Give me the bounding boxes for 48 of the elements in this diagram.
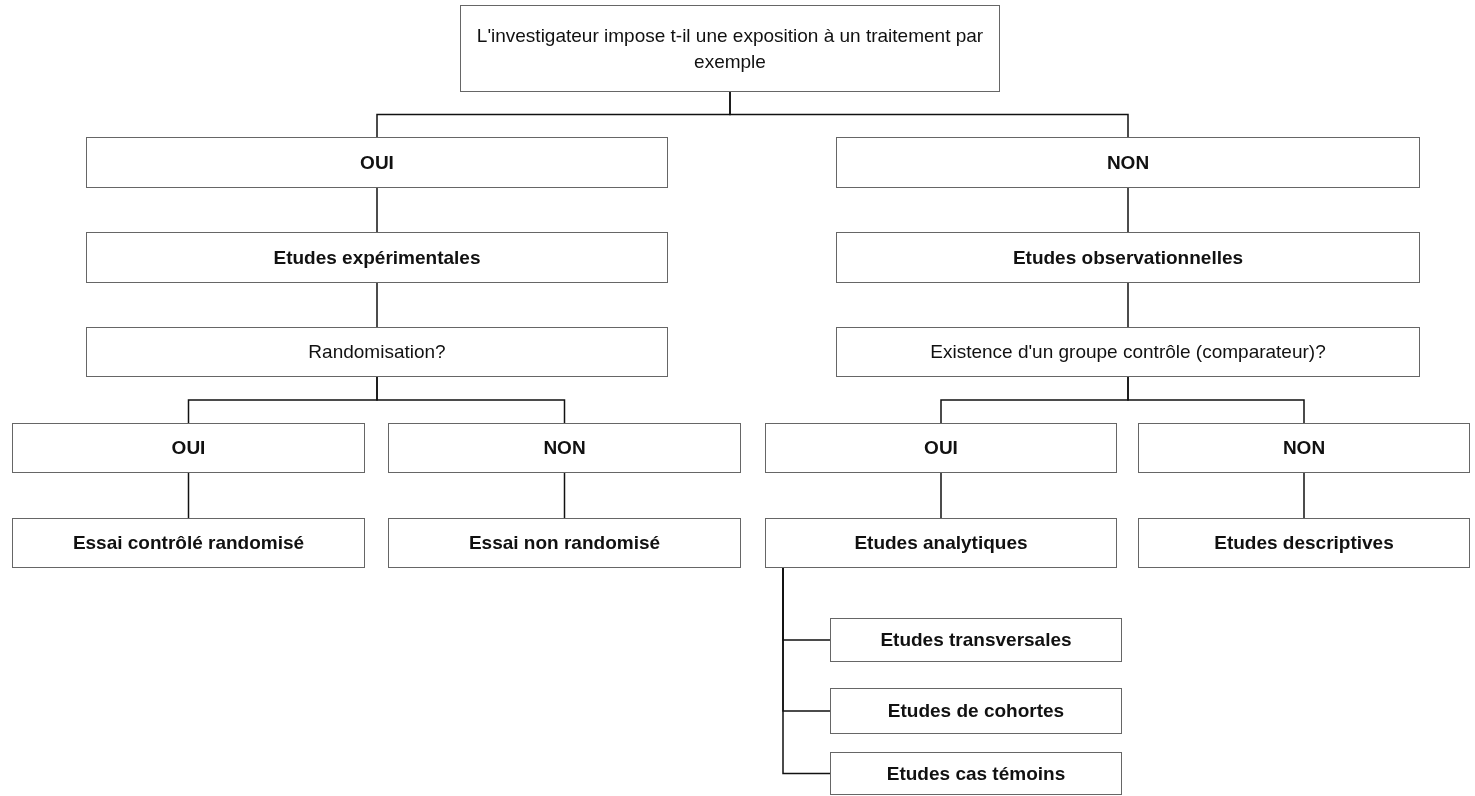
study-type-box: [12, 518, 365, 568]
answer-box: [12, 423, 365, 473]
connector-line: [563, 472, 566, 519]
category-box: [86, 232, 668, 283]
box-text: NON: [1282, 436, 1326, 461]
question-box: [460, 5, 1000, 92]
study-subtype-box: [830, 688, 1122, 734]
study-type-box: [765, 518, 1117, 568]
box-text: Essai non randomisé: [468, 531, 661, 556]
box-text: Etudes expérimentales: [273, 245, 481, 270]
study-type-box: [1138, 518, 1470, 568]
study-subtype-box: [830, 752, 1122, 795]
connector-line: [729, 91, 1129, 138]
connector-line: [782, 567, 831, 775]
study-type-box: [388, 518, 741, 568]
box-text: Essai contrôlé randomisé: [72, 531, 305, 556]
answer-box: [86, 137, 668, 188]
box-text: Etudes cas témoins: [886, 761, 1066, 786]
connector-line: [187, 472, 190, 519]
connector-line: [940, 472, 942, 519]
box-text: L'investigateur impose t-il une exposition à un traitement par exemple: [475, 23, 985, 74]
answer-box: [388, 423, 741, 473]
connector-line: [1303, 472, 1305, 519]
answer-box: [1138, 423, 1470, 473]
box-text: OUI: [360, 150, 394, 175]
connector-line: [376, 187, 378, 233]
category-box: [836, 232, 1420, 283]
box-text: Etudes de cohortes: [887, 699, 1065, 724]
connector-line: [1127, 376, 1305, 424]
box-text: NON: [543, 436, 586, 461]
connector-line: [1127, 187, 1129, 233]
connector-line: [376, 282, 378, 328]
box-text: Etudes descriptives: [1214, 531, 1394, 556]
answer-box: [836, 137, 1420, 188]
answer-box: [765, 423, 1117, 473]
box-text: Randomisation?: [308, 340, 446, 365]
box-text: OUI: [171, 436, 206, 461]
study-subtype-box: [830, 618, 1122, 662]
box-text: Etudes observationnelles: [1012, 245, 1244, 270]
box-text: NON: [1106, 150, 1150, 175]
box-text: Etudes transversales: [880, 628, 1072, 653]
box-text: Etudes analytiques: [854, 531, 1028, 556]
box-text: Existence d'un groupe contrôle (comparateur)?: [930, 340, 1326, 365]
connector-line: [1127, 282, 1129, 328]
box-text: OUI: [924, 436, 958, 461]
question-box: [836, 327, 1420, 377]
connector-line: [376, 376, 566, 424]
question-box: [86, 327, 668, 377]
